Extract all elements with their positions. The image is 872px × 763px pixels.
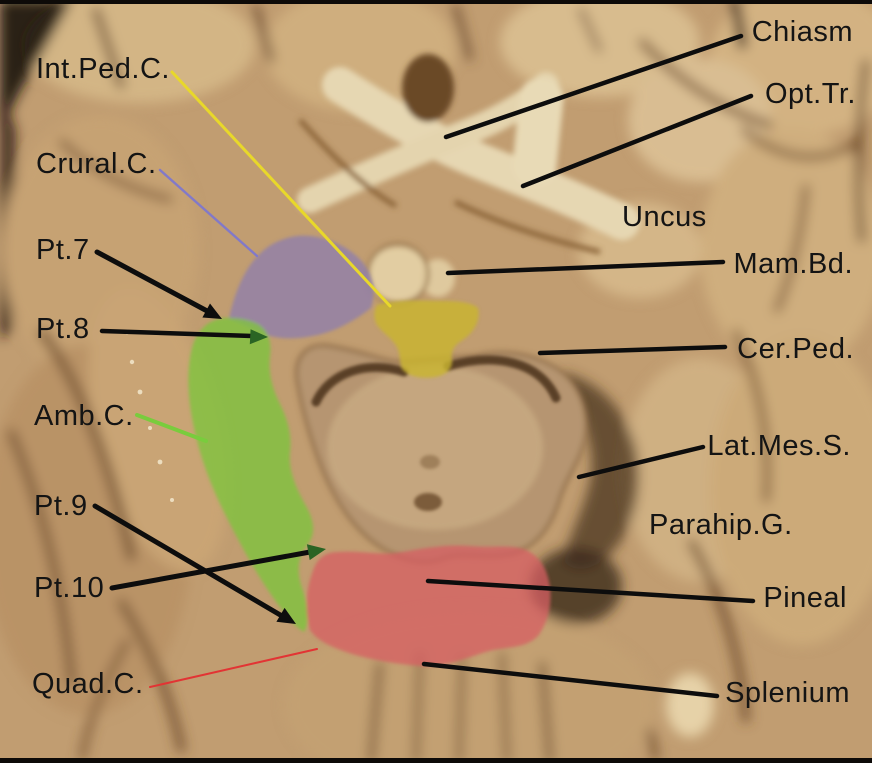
label-opt-tr: Opt.Tr. (764, 78, 856, 110)
label-pt9: Pt.9 (34, 490, 88, 522)
label-splenium: Splenium (725, 677, 850, 709)
label-pt8: Pt.8 (36, 313, 90, 345)
label-amb-c: Amb.C. (34, 400, 134, 432)
arrow-shaft-pt10 (109, 549, 313, 591)
label-pt7: Pt.7 (36, 234, 90, 266)
leader-line-lat-mes-s (576, 444, 706, 480)
arrow-shaft-pt9 (92, 503, 285, 619)
label-crural-c: Crural.C. (36, 148, 157, 180)
arrow-head-pt10 (306, 544, 326, 561)
label-pineal: Pineal (763, 582, 847, 614)
leader-line-quad-c (149, 648, 318, 688)
leader-line-amb-c (135, 413, 208, 443)
leader-line-splenium (421, 661, 720, 699)
label-int-ped-c: Int.Ped.C. (36, 53, 170, 85)
label-mam-bd: Mam.Bd. (733, 248, 853, 280)
label-parahip-g: Parahip.G. (649, 509, 793, 541)
label-uncus: Uncus (622, 201, 707, 233)
arrow-head-pt7 (202, 303, 222, 319)
quadrigeminal-cistern-overlay (306, 545, 551, 667)
ambient-cistern-overlay (188, 317, 314, 632)
leader-line-mam-bd (445, 259, 726, 276)
leader-lines (92, 33, 756, 699)
cistern-overlays (188, 235, 551, 667)
crural-cistern-overlay (229, 235, 374, 339)
midbrain-section (295, 343, 588, 564)
leader-line-int-ped-c (170, 70, 392, 308)
label-pt10: Pt.10 (34, 572, 105, 604)
leader-line-cer-ped (537, 344, 728, 356)
label-quad-c: Quad.C. (32, 668, 144, 700)
leader-line-opt-tr (520, 93, 754, 189)
interpeduncular-cistern-overlay (374, 300, 479, 378)
optic-chiasm-structure (297, 54, 640, 306)
leader-line-chiasm (443, 33, 744, 140)
arrow-head-pt8 (249, 329, 268, 345)
arrow-heads (202, 303, 326, 624)
label-chiasm: Chiasm (751, 16, 853, 48)
label-cer-ped: Cer.Ped. (737, 333, 854, 365)
label-lat-mes-s: Lat.Mes.S. (707, 430, 851, 462)
arrow-head-pt9 (276, 607, 296, 624)
leader-line-crural-c (158, 168, 259, 258)
arrow-shaft-pt7 (94, 249, 212, 315)
leader-line-pineal (425, 578, 756, 604)
arrow-shaft-pt8 (99, 328, 255, 339)
